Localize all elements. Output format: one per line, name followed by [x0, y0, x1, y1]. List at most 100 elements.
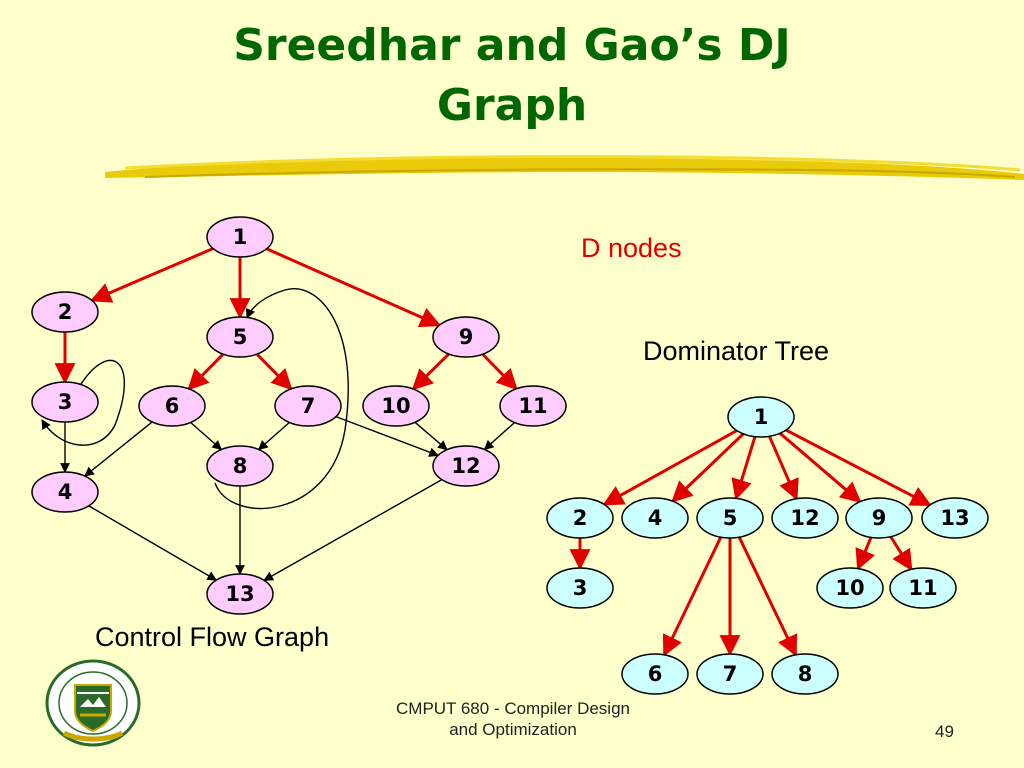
- cfg-node-7: 7: [274, 385, 342, 427]
- domtree-node-5: 5: [696, 497, 764, 539]
- cfg-node-7-shape: [274, 385, 342, 427]
- domtree-node-9-shape: [845, 497, 913, 539]
- domtree-node-6: 6: [621, 653, 689, 695]
- footer-line-1: CMPUT 680 - Compiler Design: [396, 699, 630, 718]
- cfg-node-2-label: 2: [58, 300, 73, 324]
- domtree-node-7-shape: [696, 653, 764, 695]
- domtree-edge-9-to-11: [889, 535, 913, 572]
- domtree-node-13: 13: [921, 497, 989, 539]
- domtree-edge-1-to-13: [785, 428, 932, 507]
- cfg-node-13-label: 13: [225, 582, 254, 606]
- university-of-alberta-crest: [45, 659, 141, 747]
- cfg-edge-9-to-11: [481, 353, 518, 391]
- control-flow-graph-label: Control Flow Graph: [95, 622, 330, 652]
- domtree-node-11: 11: [889, 567, 957, 609]
- cfg-node-3-label: 3: [58, 390, 73, 414]
- domtree-edge-1-to-2: [602, 429, 738, 506]
- domtree-node-4-shape: [621, 497, 689, 539]
- cfg-node-13-shape: [206, 573, 274, 615]
- domtree-node-6-label: 6: [648, 662, 663, 686]
- cfg-node-13: 13: [206, 573, 274, 615]
- domtree-edge-5-to-6: [662, 536, 723, 657]
- cfg-node-12-shape: [432, 445, 500, 487]
- cfg-edge-7-to-12: [335, 415, 439, 457]
- domtree-node-1-shape: [727, 396, 795, 438]
- cfg-node-11-label: 11: [518, 394, 547, 418]
- footer-course: CMPUT 680 - Compiler Design and Optimiza…: [370, 698, 656, 740]
- domtree-node-7-label: 7: [723, 662, 738, 686]
- cfg-node-10: 10: [362, 385, 430, 427]
- cfg-node-1: 1: [206, 216, 274, 258]
- cfg-node-10-shape: [362, 385, 430, 427]
- cfg-node-7-label: 7: [301, 394, 316, 418]
- cfg-node-6: 6: [138, 385, 206, 427]
- domtree-node-1: 1: [727, 396, 795, 438]
- footer-line-2: and Optimization: [449, 720, 577, 739]
- cfg-node-11: 11: [499, 385, 567, 427]
- cfg-node-10-label: 10: [381, 394, 410, 418]
- cfg-node-8-label: 8: [233, 454, 248, 478]
- cfg-node-5-label: 5: [233, 325, 248, 349]
- cfg-node-9-shape: [432, 316, 500, 358]
- dominator-tree-label: Dominator Tree: [643, 336, 830, 366]
- cfg-edge-6-to-4: [84, 421, 153, 477]
- cfg-node-5: 5: [206, 316, 274, 358]
- domtree-node-9: 9: [845, 497, 913, 539]
- domtree-node-10-shape: [816, 567, 884, 609]
- cfg-node-9: 9: [432, 316, 500, 358]
- domtree-node-6-shape: [621, 653, 689, 695]
- domtree-edge-1-to-12: [768, 435, 799, 501]
- cfg-edge-3-to-3: [41, 359, 125, 446]
- domtree-node-2-label: 2: [573, 506, 588, 530]
- cfg-node-11-shape: [499, 385, 567, 427]
- domtree-edge-1-to-5: [731, 436, 757, 501]
- domtree-node-12: 12: [771, 497, 839, 539]
- domtree-node-1-label: 1: [754, 405, 769, 429]
- domtree-node-8-label: 8: [798, 662, 813, 686]
- title-line-2: Graph: [436, 80, 588, 131]
- cfg-edge-8-to-5: [214, 288, 349, 510]
- domtree-node-3-label: 3: [573, 576, 588, 600]
- cfg-node-4-shape: [31, 471, 99, 513]
- domtree-node-10: 10: [816, 567, 884, 609]
- cfg-node-12-label: 12: [451, 454, 480, 478]
- cfg-node-6-label: 6: [165, 394, 180, 418]
- page-number: 49: [935, 722, 954, 741]
- cfg-node-4-label: 4: [58, 480, 73, 504]
- cfg-edge-5-to-7: [255, 353, 293, 391]
- title-underline-brush-stroke: [105, 154, 1024, 180]
- cfg-edge-1-to-9: [266, 247, 442, 328]
- domtree-node-13-shape: [921, 497, 989, 539]
- domtree-node-8-shape: [771, 653, 839, 695]
- cfg-node-1-label: 1: [233, 225, 248, 249]
- domtree-node-12-label: 12: [790, 506, 819, 530]
- cfg-edge-11-to-12: [483, 422, 515, 451]
- cfg-node-8-shape: [206, 445, 274, 487]
- domtree-edge-1-to-9: [779, 432, 862, 504]
- domtree-node-5-shape: [696, 497, 764, 539]
- cfg-node-9-label: 9: [459, 325, 474, 349]
- cfg-edge-6-to-8: [190, 421, 223, 451]
- cfg-edge-7-to-8: [257, 421, 290, 451]
- cfg-node-3: 3: [31, 381, 99, 423]
- domtree-node-9-label: 9: [872, 506, 887, 530]
- domtree-node-5-label: 5: [723, 506, 738, 530]
- cfg-edge-5-to-6: [187, 353, 225, 391]
- domtree-node-10-label: 10: [835, 576, 864, 600]
- cfg-edge-4-to-13: [88, 505, 218, 581]
- domtree-edge-1-to-4: [671, 432, 745, 503]
- title-line-1: Sreedhar and Gao’s DJ: [233, 20, 791, 71]
- domtree-edge-5-to-8: [737, 536, 798, 657]
- cfg-edge-12-to-13: [263, 479, 443, 581]
- domtree-node-8: 8: [771, 653, 839, 695]
- cfg-node-5-shape: [206, 316, 274, 358]
- domtree-node-3-shape: [546, 567, 614, 609]
- domtree-node-2-shape: [546, 497, 614, 539]
- domtree-node-2: 2: [546, 497, 614, 539]
- domtree-node-12-shape: [771, 497, 839, 539]
- cfg-node-12: 12: [432, 445, 500, 487]
- cfg-node-8: 8: [206, 445, 274, 487]
- cfg-node-2-shape: [31, 291, 99, 333]
